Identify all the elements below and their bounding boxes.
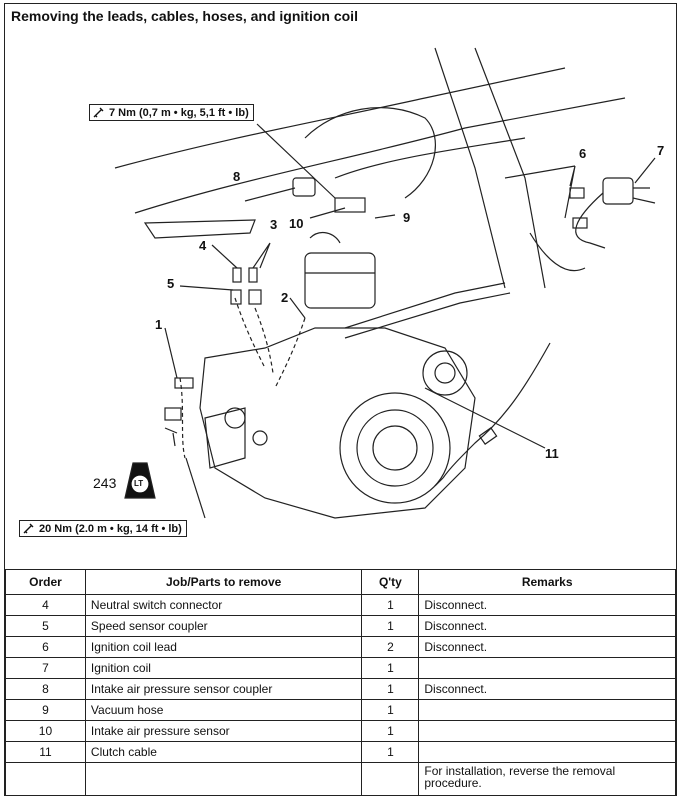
row-remarks: [418, 699, 676, 721]
row-qty: 1: [361, 720, 420, 742]
row-remarks: Disconnect.: [418, 678, 676, 700]
row-remarks: [418, 720, 676, 742]
table-row: 9 Vacuum hose 1: [5, 699, 676, 721]
row-remarks: [418, 741, 676, 763]
torque-bottom-text: 20 Nm (2.0 m • kg, 14 ft • lb): [39, 522, 182, 535]
wrench-icon: [23, 523, 34, 534]
callout-9: 9: [403, 210, 411, 225]
row-qty: 1: [361, 594, 420, 616]
col-part: Job/Parts to remove: [84, 569, 363, 595]
row-order: 9: [5, 699, 86, 721]
col-order: Order: [5, 569, 86, 595]
table-row: 6 Ignition coil lead 2 Disconnect.: [5, 636, 676, 658]
row-qty: 1: [361, 657, 420, 679]
row-qty: 1: [361, 678, 420, 700]
row-order: 4: [5, 594, 86, 616]
row-part: Ignition coil lead: [84, 636, 363, 658]
callout-7: 7: [657, 143, 665, 158]
torque-spec-top: 7 Nm (0,7 m • kg, 5,1 ft • lb): [89, 104, 254, 121]
callout-11: 11: [545, 446, 559, 461]
row-order: 6: [5, 636, 86, 658]
table-row: 8 Intake air pressure sensor coupler 1 D…: [5, 678, 676, 700]
row-order: 7: [5, 657, 86, 679]
row-qty: 1: [361, 615, 420, 637]
callout-1: 1: [155, 317, 163, 332]
row-remarks: Disconnect.: [418, 594, 676, 616]
footer-empty-order: [5, 762, 86, 796]
row-part: Speed sensor coupler: [84, 615, 363, 637]
footer-empty-qty: [361, 762, 420, 796]
callout-10: 10: [289, 216, 304, 231]
exploded-diagram: 7 Nm (0,7 m • kg, 5,1 ft • lb) 20 Nm (2.…: [5, 28, 676, 566]
page-title: Removing the leads, cables, hoses, and i…: [11, 8, 358, 24]
row-part: Neutral switch connector: [84, 594, 363, 616]
locktite-badge: LT: [134, 479, 144, 488]
row-qty: 2: [361, 636, 420, 658]
table-row: 7 Ignition coil 1: [5, 657, 676, 679]
torque-spec-bottom: 20 Nm (2.0 m • kg, 14 ft • lb): [19, 520, 187, 537]
row-order: 11: [5, 741, 86, 763]
table-row: 10 Intake air pressure sensor 1: [5, 720, 676, 742]
table-row: 11 Clutch cable 1: [5, 741, 676, 763]
row-remarks: [418, 657, 676, 679]
removal-table: Order Job/Parts to remove Q'ty Remarks 4…: [5, 569, 676, 796]
manual-page: Removing the leads, cables, hoses, and i…: [4, 3, 677, 796]
callout-6: 6: [579, 146, 587, 161]
callout-5: 5: [167, 276, 175, 291]
callout-4: 4: [199, 238, 207, 253]
col-remarks: Remarks: [418, 569, 676, 595]
row-qty: 1: [361, 741, 420, 763]
table-header-row: Order Job/Parts to remove Q'ty Remarks: [5, 569, 676, 595]
torque-top-text: 7 Nm (0,7 m • kg, 5,1 ft • lb): [109, 106, 249, 119]
row-remarks: Disconnect.: [418, 615, 676, 637]
callout-3: 3: [270, 217, 278, 232]
row-order: 5: [5, 615, 86, 637]
row-qty: 1: [361, 699, 420, 721]
table-footer-row: For installation, reverse the removal pr…: [5, 762, 676, 796]
row-part: Vacuum hose: [84, 699, 363, 721]
row-part: Intake air pressure sensor: [84, 720, 363, 742]
footer-remark: For installation, reverse the removal pr…: [418, 762, 676, 796]
col-qty: Q'ty: [361, 569, 420, 595]
motorcycle-engine-drawing: [114, 47, 656, 519]
table-row: 4 Neutral switch connector 1 Disconnect.: [5, 594, 676, 616]
row-part: Ignition coil: [84, 657, 363, 679]
footer-empty-part: [84, 762, 363, 796]
row-order: 8: [5, 678, 86, 700]
row-order: 10: [5, 720, 86, 742]
row-remarks: Disconnect.: [418, 636, 676, 658]
wrench-icon: [93, 107, 104, 118]
callout-2: 2: [281, 290, 289, 305]
locktite-code: 243: [93, 475, 117, 491]
table-row: 5 Speed sensor coupler 1 Disconnect.: [5, 615, 676, 637]
callout-8: 8: [233, 169, 241, 184]
row-part: Clutch cable: [84, 741, 363, 763]
row-part: Intake air pressure sensor coupler: [84, 678, 363, 700]
